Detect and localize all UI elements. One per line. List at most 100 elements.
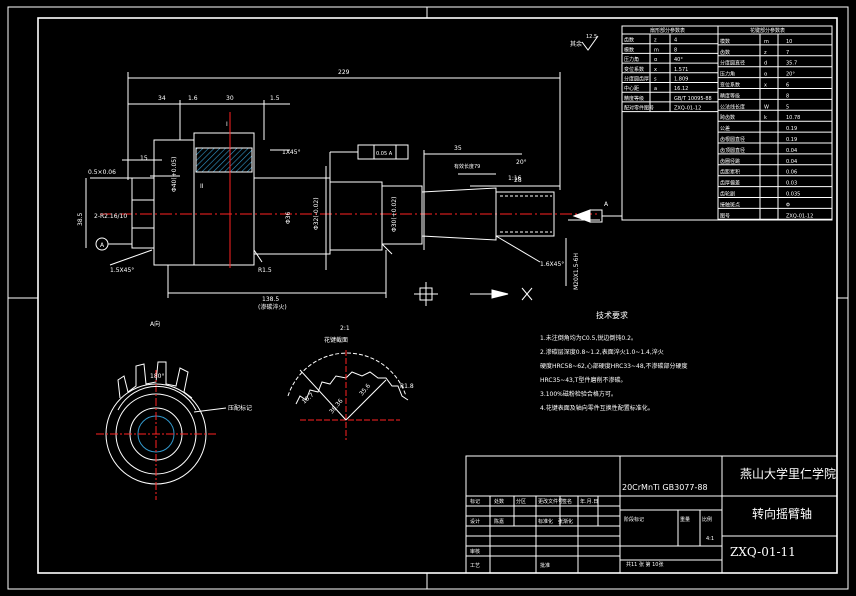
tech-req-list: 1.未注倒角均为C0.5,锐边倒钝0.2。2.渗碳层深度0.8~1.2,表面淬火… <box>540 334 688 412</box>
left-table-cell: 中心距 <box>624 85 639 92</box>
roughness-symbol <box>581 35 599 51</box>
section-ii-label: II <box>200 183 204 190</box>
left-table-cell: ZXQ-01-12 <box>674 106 701 112</box>
right-table-cell: 齿数 <box>720 49 730 56</box>
right-table-cell: Φ <box>786 202 790 208</box>
part-name: 转向摇臂轴 <box>752 506 812 521</box>
right-table-cell: 接触斑点 <box>720 201 740 208</box>
right-table-cell: 0.19 <box>786 126 797 132</box>
left-table-cell: x <box>654 67 657 73</box>
tech-req-item: 硬度HRC58~62,心部硬度HRC33~48,不渗碳部分硬度 <box>540 362 688 370</box>
title-block <box>465 455 838 574</box>
right-table-cell: 跨齿数 <box>720 114 735 121</box>
drawing-number: ZXQ-01-11 <box>730 545 796 559</box>
material: 20CrMnTi GB3077-88 <box>622 483 708 492</box>
right-table-cell: 0.19 <box>786 137 797 143</box>
dim-38-36-label: 38.36 <box>328 397 345 415</box>
label-design: 设计 <box>470 518 480 525</box>
gear-view-a <box>96 361 227 500</box>
scale-value: 4:1 <box>706 536 714 542</box>
dim-34-label: 34 <box>158 95 166 102</box>
left-table-cell: 分度圆齿厚 <box>624 76 649 83</box>
right-table-cell: 0.03 <box>786 181 797 187</box>
chamfer-small-label: 0.5×0.06 <box>88 169 116 176</box>
left-table-cell: 精度等级 <box>624 95 644 102</box>
inner-border <box>37 17 838 574</box>
right-table-cell: W <box>764 104 769 110</box>
label-approve: 批准 <box>540 562 550 569</box>
chamfer-line <box>381 243 393 255</box>
right-table-cell: 20° <box>786 72 795 78</box>
left-table-cell: 1.571 <box>674 67 688 73</box>
dim-overall-label: 229 <box>338 69 350 76</box>
right-table-cell: 8 <box>786 93 789 99</box>
left-table-cell: 8 <box>674 47 677 53</box>
right-table-cell: 10.78 <box>786 115 800 121</box>
shaft-section-3 <box>381 185 423 245</box>
projection-symbol <box>414 282 533 306</box>
label-sign: 签名 <box>562 498 572 505</box>
label-drafter: 陈嘉 <box>494 518 504 525</box>
right-table-cell: 6 <box>786 83 789 89</box>
right-table-cell: 公法线长度 <box>720 103 745 110</box>
right-table-cell: 0.035 <box>786 192 800 198</box>
thread-end <box>495 191 555 237</box>
right-table-cell: 0.04 <box>786 148 797 154</box>
left-table-cell: 配对零件图号 <box>624 105 654 112</box>
right-table-cell: 齿根圆直径 <box>720 136 745 143</box>
label-date: 年.月.日 <box>580 498 598 505</box>
tolerance-label: 0.05 A <box>376 151 393 157</box>
dim-138-label: 138.5 <box>262 296 279 303</box>
right-table-cell: x <box>764 83 767 89</box>
left-table-cell: 16.12 <box>674 86 688 92</box>
right-table-cell: 模数 <box>720 38 730 45</box>
dim-15-label: 15 <box>140 155 148 162</box>
right-table-title: 花键部分参数表 <box>750 27 785 34</box>
chamfer-left-label: 1.5X45° <box>110 267 134 274</box>
left-table-cell: 4 <box>674 38 677 44</box>
left-table-cell: 模数 <box>624 46 634 53</box>
shaft-left-end <box>131 177 155 249</box>
right-table-cell: α <box>764 72 768 78</box>
label-count: 处数 <box>494 498 504 505</box>
dim-38-label: 38.5 <box>77 212 84 226</box>
left-table-cell: 40° <box>674 57 683 63</box>
radius-label: R1.5 <box>258 267 272 274</box>
label-mark: 标记 <box>470 498 480 505</box>
datum-triangle <box>572 209 591 223</box>
right-table-cell: 精度等级 <box>720 92 740 99</box>
left-table-cell: z <box>654 38 657 44</box>
left-table-cell: a <box>654 86 657 92</box>
spline-section-title: 花键截面 <box>324 336 348 344</box>
angle-label: 20° <box>516 159 527 166</box>
right-table-cell: z <box>764 50 767 56</box>
school-name: 燕山大学里仁学院 <box>740 466 836 481</box>
label-standard: 标准化 <box>538 518 553 525</box>
right-table-cell: k <box>764 115 767 121</box>
left-table-cell: m <box>654 47 659 53</box>
right-table-cell: 齿距累积 <box>720 169 740 176</box>
label-process: 工艺 <box>470 563 480 569</box>
label-zone: 分区 <box>516 498 526 505</box>
right-table-cell: 0.06 <box>786 170 797 176</box>
spline-length-label: 有效长度79 <box>454 163 480 170</box>
thread-label: M20X1.5-6H <box>573 253 580 290</box>
label-weight: 重量 <box>680 516 690 523</box>
left-table-title: 扇形部分参数表 <box>650 27 685 34</box>
tech-req-item: 1.未注倒角均为C0.5,锐边倒钝0.2。 <box>540 334 637 342</box>
right-table-cell: d <box>764 61 767 67</box>
parameter-table <box>621 25 833 221</box>
right-table-cell: 图号 <box>720 213 730 219</box>
dim-15a-label: 1.5 <box>270 95 280 102</box>
shaft-section-2 <box>329 181 383 251</box>
dim-138-note: (渗碳淬火) <box>258 303 287 311</box>
right-table-cell: 齿圈径跳 <box>720 158 740 165</box>
right-table-cell: 10 <box>786 39 792 45</box>
dim-16-label: 1.6 <box>188 95 198 102</box>
left-table-cell: s <box>654 77 657 83</box>
diameter-32-label: Φ32(-0.02) <box>313 197 320 230</box>
right-table-cell: ZXQ-01-12 <box>786 213 813 219</box>
leader <box>495 235 541 263</box>
